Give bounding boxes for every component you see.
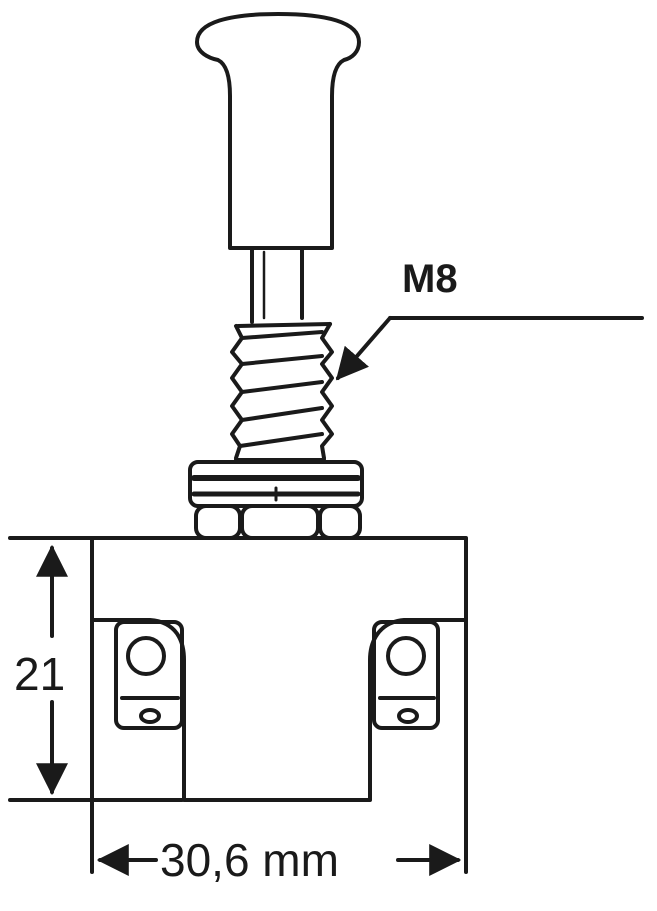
switch-knob: [195, 12, 361, 250]
thread-label: M8: [402, 257, 458, 301]
terminal-right: [372, 620, 440, 730]
width-dimension: [90, 618, 468, 876]
width-label: 30,6 mm: [160, 834, 339, 886]
threaded-bushing: [230, 322, 334, 462]
switch-shaft: [250, 248, 304, 324]
height-label: 21: [14, 648, 65, 700]
thread-leader-arrow: [335, 316, 644, 381]
terminal-left: [114, 620, 184, 730]
hex-nut: [188, 460, 364, 540]
switch-housing: [8, 536, 468, 802]
